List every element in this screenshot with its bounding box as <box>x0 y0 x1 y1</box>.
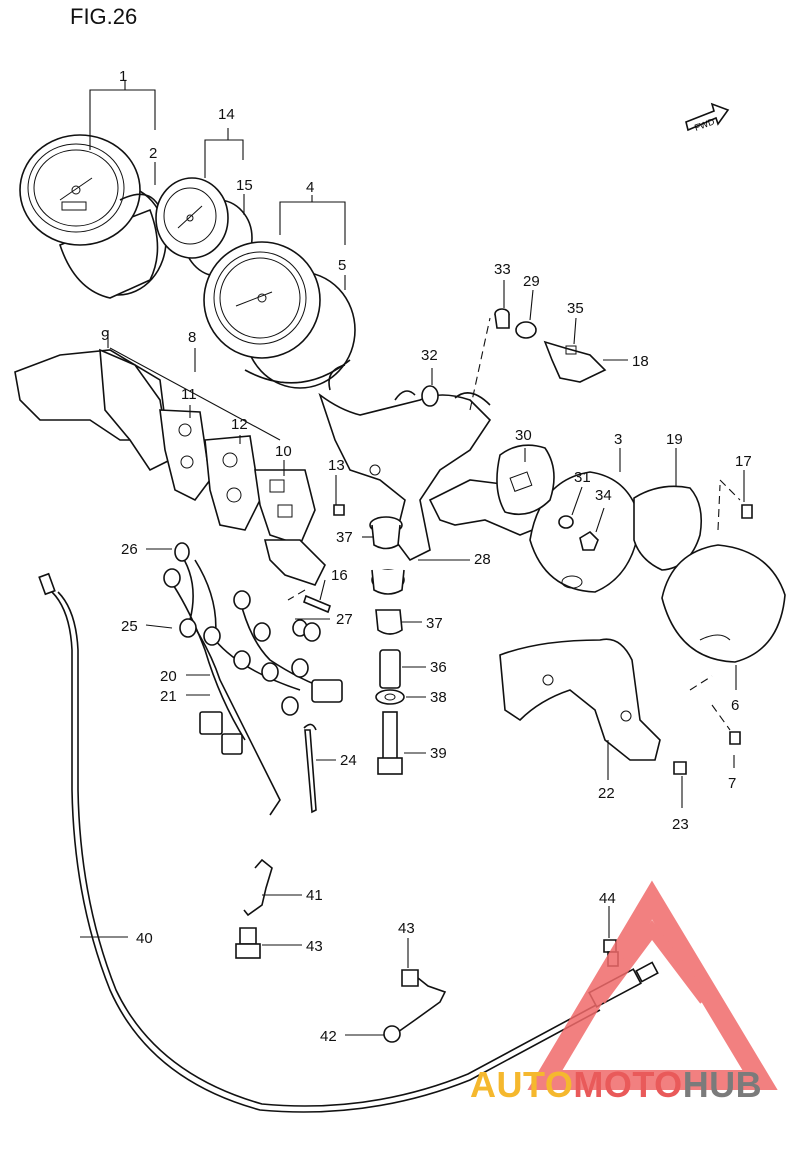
callout-37a: 37 <box>336 529 353 546</box>
callout-17: 17 <box>735 453 752 470</box>
callout-28: 28 <box>474 551 491 568</box>
callout-33: 33 <box>494 261 511 278</box>
callout-30: 30 <box>515 427 532 444</box>
right-meter-housings <box>496 444 786 663</box>
callout-labels: 1 2 3 4 5 6 7 8 9 10 11 12 13 14 15 16 1… <box>101 68 752 1045</box>
callout-29: 29 <box>523 273 540 290</box>
callout-25: 25 <box>121 618 138 635</box>
meter-assembly-large <box>203 241 356 389</box>
callout-14: 14 <box>218 106 235 123</box>
leader-lines <box>80 80 745 1036</box>
tachometer-assembly <box>155 177 253 277</box>
callout-6: 6 <box>731 697 739 714</box>
watermark-logo: AUTOMOTOHUB <box>470 1065 800 1105</box>
meter-wiring-harness <box>163 542 343 816</box>
small-fasteners <box>333 308 753 775</box>
callout-19: 19 <box>666 431 683 448</box>
callout-9: 9 <box>101 327 109 344</box>
fwd-arrow-icon: FWD <box>685 102 730 133</box>
screw-and-strap <box>303 594 331 814</box>
figure-title: FIG.26 <box>70 4 138 29</box>
callout-26: 26 <box>121 541 138 558</box>
callout-8: 8 <box>188 329 196 346</box>
callout-32: 32 <box>421 347 438 364</box>
callout-11: 11 <box>181 386 197 403</box>
callout-44: 44 <box>599 890 616 907</box>
callout-1: 1 <box>119 68 127 85</box>
callout-27: 27 <box>336 611 353 628</box>
watermark-word-moto: MOTO <box>573 1064 683 1105</box>
meter-lower-cases <box>14 348 326 586</box>
callout-35: 35 <box>567 300 584 317</box>
mount-stack <box>369 516 405 775</box>
callout-22: 22 <box>598 785 615 802</box>
watermark-triangle-icon <box>527 880 778 1090</box>
callout-43a: 43 <box>306 938 323 955</box>
callout-10: 10 <box>275 443 292 460</box>
watermark-word-auto: AUTO <box>470 1064 574 1105</box>
callout-36: 36 <box>430 659 447 676</box>
watermark-word-hub: HUB <box>682 1064 763 1105</box>
callout-39: 39 <box>430 745 447 762</box>
callout-37b: 37 <box>426 615 443 632</box>
callout-16: 16 <box>331 567 348 584</box>
callout-20: 20 <box>160 668 177 685</box>
callout-24: 24 <box>340 752 357 769</box>
callout-4: 4 <box>306 179 314 196</box>
callout-40: 40 <box>136 930 153 947</box>
callout-21: 21 <box>160 688 177 705</box>
callout-23: 23 <box>672 816 689 833</box>
cable-guide-parts <box>235 858 619 1043</box>
callout-15: 15 <box>236 177 253 194</box>
callout-2: 2 <box>149 145 157 162</box>
callout-5: 5 <box>338 257 346 274</box>
callout-12: 12 <box>231 416 248 433</box>
lower-cover <box>499 638 661 761</box>
callout-7: 7 <box>728 775 736 792</box>
callout-18: 18 <box>632 353 649 370</box>
callout-34: 34 <box>595 487 612 504</box>
callout-3: 3 <box>614 431 622 448</box>
callout-41: 41 <box>306 887 323 904</box>
callout-43b: 43 <box>398 920 415 937</box>
callout-38: 38 <box>430 689 447 706</box>
speedometer-assembly <box>19 134 167 299</box>
callout-31: 31 <box>574 469 591 486</box>
callout-42: 42 <box>320 1028 337 1045</box>
callout-13: 13 <box>328 457 345 474</box>
